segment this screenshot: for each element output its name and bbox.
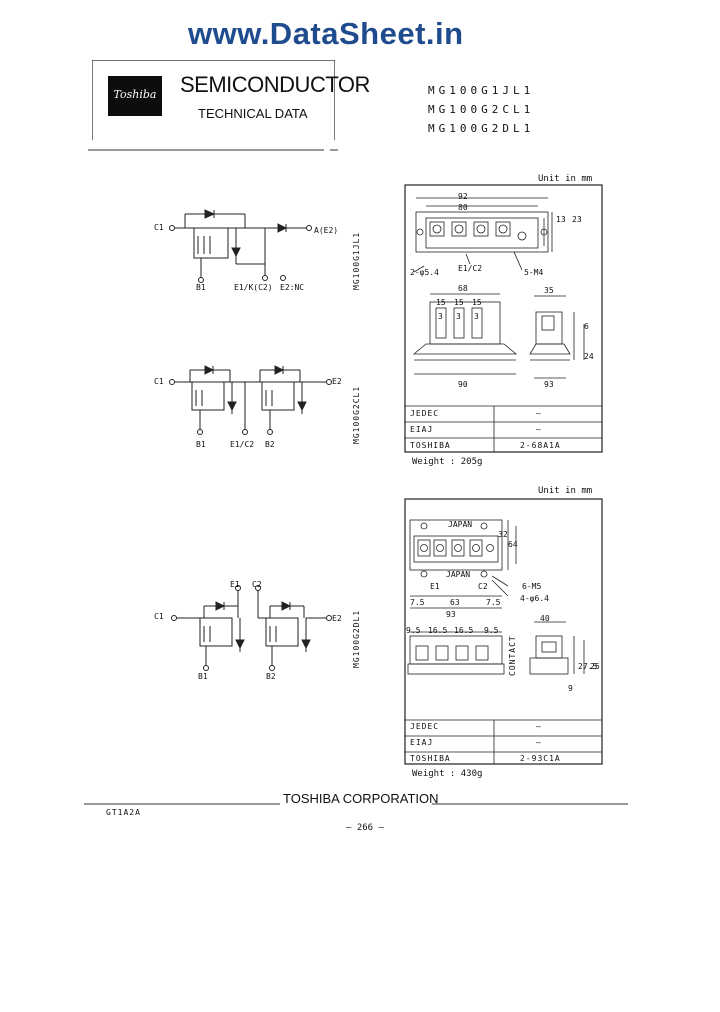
- pkg1-dim: 92: [458, 192, 468, 201]
- pkg1-dim: 80: [458, 203, 468, 212]
- circuit3-e1-label: E1: [230, 580, 240, 589]
- circuit3-c1-label: C1: [154, 612, 164, 621]
- package2-unit: Unit in mm: [538, 486, 593, 496]
- pkg2-weight: Weight : 430g: [412, 769, 483, 779]
- pkg2-dim: 9.5: [406, 626, 421, 635]
- pkg1-dim: 23: [572, 215, 582, 224]
- page-subtitle: TECHNICAL DATA: [198, 106, 308, 121]
- pkg1-dim: 35: [544, 286, 554, 295]
- footer-rules: [84, 803, 628, 805]
- pkg2-dim: 93: [446, 610, 456, 619]
- pkg2-table-name: JEDEC: [410, 722, 440, 731]
- circuit1-part-label: MG100G1JL1: [352, 231, 361, 290]
- pkg2-dim: 16.5: [428, 626, 448, 635]
- package2-drawing: [404, 498, 603, 765]
- pkg2-dim: JAPAN: [446, 570, 471, 579]
- pkg1-dim: 15: [472, 298, 482, 307]
- pkg2-dim: 6-M5: [522, 582, 542, 591]
- circuit1-e1-label: E1/K(C2): [234, 283, 273, 292]
- pkg2-dim: C2: [478, 582, 488, 591]
- pkg1-dim: 90: [458, 380, 468, 389]
- pkg1-table-value: –: [536, 425, 542, 434]
- circuit3-b2-label: B2: [266, 672, 276, 681]
- circuit1-c1-label: C1: [154, 223, 164, 232]
- pkg1-dim: 5-M4: [524, 268, 544, 277]
- pkg2-dim: 9: [568, 684, 573, 693]
- pkg1-dim: 3: [438, 312, 443, 321]
- footer-code: GT1A2A: [106, 808, 141, 817]
- package1-drawing: [404, 184, 603, 453]
- circuit1-a-label: A(E2): [314, 226, 339, 235]
- pkg1-dim: 93: [544, 380, 554, 389]
- pkg2-dim: 9.5: [484, 626, 499, 635]
- circuit2-e2-label: E2: [332, 377, 342, 386]
- circuit1-b1-label: B1: [196, 283, 206, 292]
- package1-unit: Unit in mm: [538, 174, 593, 184]
- part-number-1: MG100G1JL1: [428, 84, 535, 97]
- pkg1-dim: 15: [436, 298, 446, 307]
- pkg2-dim: CONTACT: [508, 635, 517, 676]
- pkg2-dim: 64: [508, 540, 518, 549]
- pkg2-dim: E1: [430, 582, 440, 591]
- pkg2-table-value: –: [536, 722, 542, 731]
- circuit3-part-label: MG100G2DL1: [352, 609, 361, 668]
- circuit2-c1-label: C1: [154, 377, 164, 386]
- pkg2-dim: 40: [540, 614, 550, 623]
- pkg1-weight: Weight : 205g: [412, 457, 483, 467]
- circuit3-b1-label: B1: [198, 672, 208, 681]
- pkg1-dim: 3: [456, 312, 461, 321]
- pkg1-dim: 13: [556, 215, 566, 224]
- pkg2-table-name: EIAJ: [410, 738, 434, 747]
- pkg2-dim: 32: [498, 530, 508, 539]
- pkg1-dim: 2-φ5.4: [410, 268, 439, 277]
- pkg2-dim: 7.5: [410, 598, 425, 607]
- circuit2-b1-label: B1: [196, 440, 206, 449]
- pkg2-dim: 4-φ6.4: [520, 594, 549, 603]
- pkg1-table-name: JEDEC: [410, 409, 440, 418]
- circuit1-note-label: E2:NC: [280, 283, 305, 292]
- pkg2-table-name: TOSHIBA: [410, 754, 451, 763]
- pkg1-table-name: TOSHIBA: [410, 441, 451, 450]
- pkg1-dim: 68: [458, 284, 468, 293]
- pkg1-dim: E1/C2: [458, 264, 483, 273]
- part-number-2: MG100G2CL1: [428, 103, 535, 116]
- watermark-text: www.DataSheet.in: [188, 16, 464, 51]
- pkg2-dim: 63: [450, 598, 460, 607]
- circuit2-e1c2-label: E1/C2: [230, 440, 255, 449]
- circuit-diagram-1: [169, 209, 312, 283]
- pkg1-table-value: –: [536, 409, 542, 418]
- circuit2-b2-label: B2: [265, 440, 275, 449]
- footer-corporation: TOSHIBA CORPORATION: [283, 791, 439, 806]
- part-number-3: MG100G2DL1: [428, 122, 535, 135]
- pkg1-dim: 24: [584, 352, 594, 361]
- logo-text: Toshiba: [113, 88, 157, 101]
- pkg1-dim: 3: [474, 312, 479, 321]
- circuit-diagram-3: [171, 585, 332, 671]
- pkg2-dim: 27.5: [578, 662, 598, 671]
- page-number: – 266 –: [346, 823, 384, 833]
- pkg1-dim: 6: [584, 322, 589, 331]
- pkg1-table-name: EIAJ: [410, 425, 434, 434]
- pkg2-table-value: –: [536, 738, 542, 747]
- pkg2-dim: 25: [590, 662, 600, 671]
- circuit3-e2-label: E2: [332, 614, 342, 623]
- header-rule: [88, 149, 338, 151]
- toshiba-logo: [108, 76, 162, 116]
- pkg2-dim: 16.5: [454, 626, 474, 635]
- pkg1-dim: 15: [454, 298, 464, 307]
- page-title: SEMICONDUCTOR: [180, 72, 370, 97]
- pkg2-table-value: 2-93C1A: [520, 754, 561, 763]
- pkg2-dim: JAPAN: [448, 520, 473, 529]
- circuit2-part-label: MG100G2CL1: [352, 385, 361, 444]
- circuit3-c2-label: C2: [252, 580, 262, 589]
- pkg1-table-value: 2-68A1A: [520, 441, 561, 450]
- circuit-diagram-2: [169, 365, 332, 435]
- pkg2-dim: 7.5: [486, 598, 501, 607]
